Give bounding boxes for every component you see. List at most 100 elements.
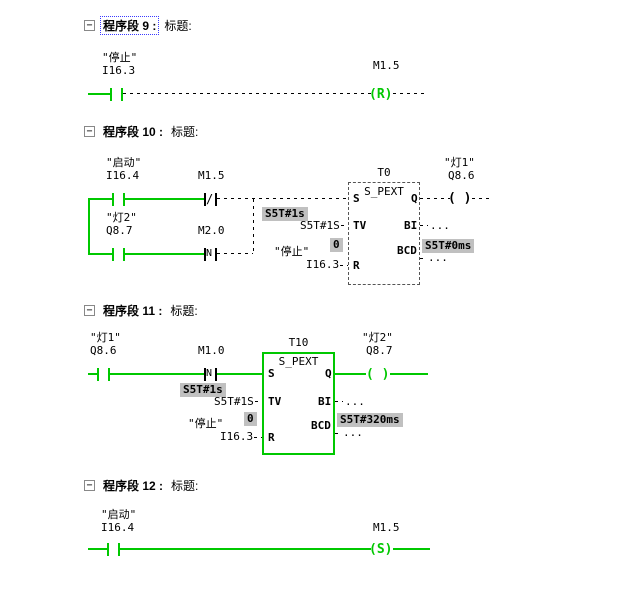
wire-dashed	[341, 225, 348, 226]
power-rail-wire	[88, 253, 112, 255]
network-12-subtitle[interactable]: 标题:	[171, 479, 199, 493]
wire-dashed	[335, 401, 343, 402]
wire-dashed	[255, 401, 262, 402]
contact-bar	[204, 248, 206, 261]
contact-address: I16.4	[101, 521, 135, 534]
coil-address: M1.5	[373, 59, 400, 72]
network-11-title[interactable]: 程序段 11 :	[103, 304, 163, 318]
network-10-header[interactable]: − 程序段 10 : 标题:	[84, 123, 198, 140]
contact-symbol-name: "停止"	[188, 417, 224, 430]
timer-box-t10[interactable]	[262, 352, 335, 455]
wire-dashed	[335, 433, 341, 434]
power-rail-wire	[88, 198, 112, 200]
contact-symbol-name: "灯1"	[90, 331, 121, 344]
power-rail-wire	[88, 373, 97, 375]
tv-monitor-value: S5T#1s	[262, 207, 308, 221]
contact-address: M1.5	[198, 169, 225, 182]
network-11-header[interactable]: − 程序段 11 : 标题:	[84, 302, 198, 319]
timer-tag: T10	[288, 336, 309, 349]
wire-energized	[393, 548, 430, 550]
contact-bar	[123, 248, 125, 261]
contact-bar	[118, 543, 120, 556]
contact-address: I16.4	[106, 169, 140, 182]
contact-address: I16.3	[220, 430, 254, 443]
power-rail-wire	[88, 93, 110, 95]
network-9-header[interactable]: − 程序段 9 : 标题:	[84, 16, 192, 35]
contact-symbol-name: "灯2"	[106, 211, 137, 224]
collapse-icon[interactable]: −	[84, 20, 95, 31]
contact-bar	[215, 193, 217, 206]
collapse-icon[interactable]: −	[84, 126, 95, 137]
output-coil-q8-6[interactable]: ( )	[448, 191, 472, 206]
set-coil-m1-5[interactable]: (S)	[369, 542, 393, 557]
pin-bi: BI	[404, 219, 418, 232]
pin-r: R	[268, 431, 275, 444]
contact-bar	[215, 248, 217, 261]
bcd-unassigned: ...	[343, 426, 363, 439]
timer-type-label: S_PEXT	[364, 185, 404, 198]
timer-box-t0[interactable]	[348, 182, 420, 285]
contact-address: I16.3	[102, 64, 136, 77]
contact-bar	[204, 193, 206, 206]
bi-unassigned: ...	[430, 219, 450, 232]
coil-symbol-name: "灯1"	[444, 156, 475, 169]
wire-dashed	[340, 265, 348, 266]
pin-s: S	[353, 192, 360, 205]
network-10-title[interactable]: 程序段 10 :	[103, 125, 164, 139]
bcd-unassigned: ...	[428, 251, 448, 264]
coil-address: Q8.7	[366, 344, 393, 357]
tv-operand: S5T#1S	[214, 395, 254, 408]
pin-q: Q	[325, 367, 332, 380]
contact-symbol-name: "启动"	[101, 508, 137, 521]
wire-energized	[125, 253, 204, 255]
contact-bar	[97, 368, 99, 381]
reset-coil-m1-5[interactable]: (R)	[369, 87, 393, 102]
wire-dashed	[472, 198, 490, 199]
wire-energized	[217, 373, 262, 375]
contact-bar	[112, 248, 114, 261]
collapse-icon[interactable]: −	[84, 480, 95, 491]
contact-bar	[215, 368, 217, 381]
power-rail-wire	[88, 198, 90, 255]
power-rail-wire	[88, 548, 107, 550]
bcd-monitor-value: S5T#320ms	[337, 413, 403, 427]
wire-energized	[110, 373, 204, 375]
contact-address: M2.0	[198, 224, 225, 237]
tv-monitor-value: S5T#1s	[180, 383, 226, 397]
wire-dashed	[254, 437, 262, 438]
network-12-header[interactable]: − 程序段 12 : 标题:	[84, 477, 198, 494]
wire-dashed	[420, 225, 428, 226]
output-coil-q8-7[interactable]: ( )	[366, 367, 390, 382]
contact-address: M1.0	[198, 344, 225, 357]
contact-symbol-name: "停止"	[102, 51, 138, 64]
wire-energized	[125, 198, 204, 200]
coil-symbol-name: "灯2"	[362, 331, 393, 344]
nc-slash: /	[206, 192, 214, 206]
network-9-subtitle[interactable]: 标题:	[164, 19, 192, 33]
pin-r: R	[353, 259, 360, 272]
pin-tv: TV	[353, 219, 367, 232]
network-12-title[interactable]: 程序段 12 :	[103, 479, 164, 493]
contact-bar	[112, 193, 114, 206]
network-10-subtitle[interactable]: 标题:	[171, 125, 199, 139]
wire-energized	[120, 548, 371, 550]
wire-dashed	[123, 93, 372, 94]
coil-address: Q8.6	[448, 169, 475, 182]
bi-unassigned: ...	[345, 395, 365, 408]
contact-bar	[110, 88, 112, 101]
network-11-subtitle[interactable]: 标题:	[170, 304, 198, 318]
time-monitor-value: 0	[330, 238, 343, 252]
contact-address: I16.3	[306, 258, 340, 271]
bcd-monitor-value: S5T#0ms	[422, 239, 475, 253]
branch-junction-wire	[253, 199, 254, 254]
contact-symbol-name: "停止"	[274, 245, 310, 258]
pin-bi: BI	[318, 395, 332, 408]
pin-bcd: BCD	[397, 244, 417, 257]
collapse-icon[interactable]: −	[84, 305, 95, 316]
pin-tv: TV	[268, 395, 282, 408]
wire-dashed	[217, 198, 348, 199]
pin-bcd: BCD	[311, 419, 331, 432]
network-9-title[interactable]: 程序段 9 :	[99, 16, 160, 35]
edge-letter: N	[206, 368, 213, 379]
contact-address: Q8.6	[90, 344, 117, 357]
